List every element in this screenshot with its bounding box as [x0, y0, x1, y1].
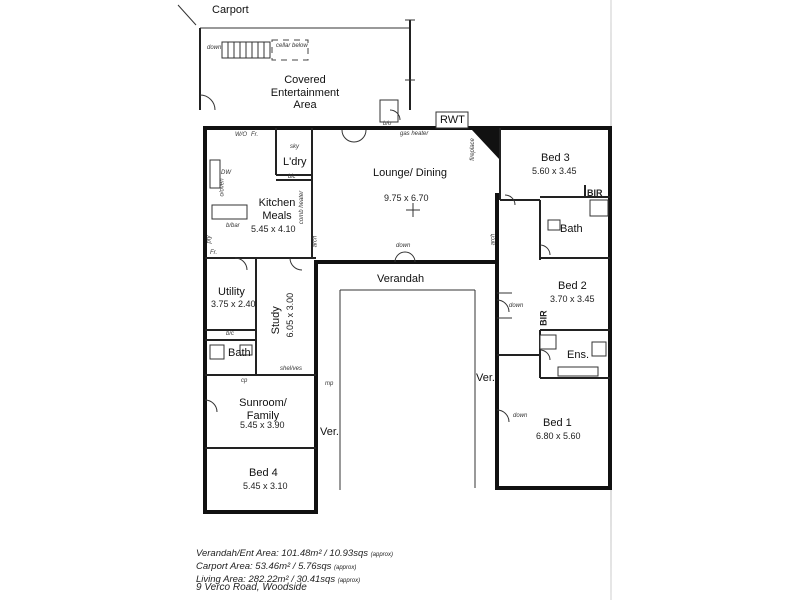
room-study-dims: 6.05 x 3.00 — [285, 292, 296, 338]
room-sunroom-dims: 5.45 x 3.90 — [240, 420, 285, 430]
note-cellar-below: cellar below — [276, 43, 308, 49]
room-lounge-dining: Lounge/ Dining — [372, 167, 447, 179]
marker-bir-bed3: BIR — [587, 188, 603, 198]
room-lounge-dims: 9.75 x 6.70 — [384, 193, 429, 203]
note-down-verandah: down — [396, 243, 411, 249]
note-fr-bottom: Fr. — [210, 250, 218, 256]
note-arch-lounge: arch — [490, 233, 497, 246]
area-carport-approx: (approx) — [334, 564, 357, 571]
room-ensuite: Ens. — [567, 349, 590, 361]
area-verandah-approx: (approx) — [370, 552, 393, 558]
house-interior-walls — [205, 128, 610, 449]
room-verandah: Verandah — [377, 273, 425, 285]
note-arch-kitchen: arch — [312, 235, 319, 248]
cellar-stairs — [221, 39, 309, 61]
area-carport-text: Carport Area: 53.46m² / 5.76sqs — [196, 560, 332, 572]
area-line-carport: Carport Area: 53.46m² / 5.76sqs (approx) — [196, 561, 393, 574]
plumbing-fixtures — [209, 159, 609, 377]
property-address: 9 Verco Road, Woodside — [196, 582, 307, 593]
room-bed3: Bed 3 — [541, 152, 570, 164]
room-bath-east: Bath — [560, 223, 583, 235]
note-down-bed1: down — [513, 413, 528, 419]
verandah-lines — [339, 289, 512, 490]
note-fr-top: Fr. — [251, 132, 259, 138]
marker-bir-bed2: BIR — [538, 310, 549, 326]
note-bic-ldry: bic — [288, 174, 296, 180]
room-kitchen-meals: Kitchen Meals — [258, 197, 296, 222]
room-bed1: Bed 1 — [543, 417, 572, 429]
door-swings — [204, 109, 551, 423]
room-bed4-dims: 5.45 x 3.10 — [243, 481, 288, 491]
note-fireplace: fireplace — [469, 138, 476, 161]
note-wo: W/O — [235, 132, 247, 138]
area-line-living: Living Area: 282.22m² / 30.41sqs (approx… — [196, 574, 393, 587]
area-living-approx: (approx) — [337, 577, 361, 584]
area-summary: Verandah/Ent Area: 101.48m² / 10.93sqs (… — [196, 548, 393, 586]
note-cp: cp — [241, 378, 248, 384]
room-covered-entertainment: Covered Entertainment Area — [270, 74, 340, 112]
area-verandah-text: Verandah/Ent Area: 101.48m² / 10.93sqs — [196, 548, 368, 559]
house-outer-walls — [203, 126, 612, 514]
room-bed1-dims: 6.80 x 5.60 — [536, 431, 581, 441]
room-sunroom-family: Sunroom/ Family — [239, 397, 287, 422]
room-utility: Utility — [218, 286, 245, 298]
note-mp: mp — [325, 381, 334, 387]
note-dw: DW — [221, 170, 231, 176]
room-utility-dims: 3.75 x 2.40 — [211, 299, 256, 309]
room-kitchen-dims: 5.45 x 4.10 — [251, 224, 296, 234]
carport-outline — [177, 4, 415, 110]
note-bibar: b/bar — [226, 223, 240, 229]
note-sky: sky — [290, 144, 299, 150]
area-living-text: Living Area: 282.22m² / 30.41sqs — [196, 573, 336, 585]
room-bed2-dims: 3.70 x 3.45 — [550, 294, 595, 304]
room-laundry: L'dry — [283, 156, 307, 168]
entertainment-fixtures — [199, 94, 399, 123]
area-line-verandah: Verandah/Ent Area: 101.48m² / 10.93sqs (… — [196, 548, 393, 561]
room-bed3-dims: 5.60 x 3.45 — [532, 166, 577, 176]
note-shelves: shel/ves — [280, 366, 303, 372]
room-ver-west: Ver. — [320, 426, 339, 438]
room-bed2: Bed 2 — [558, 280, 587, 292]
note-comb-heater: comb heater — [299, 190, 306, 225]
room-ver-east: Ver. — [476, 372, 495, 384]
room-study: Study — [269, 306, 282, 335]
note-pantry: pty — [206, 235, 213, 244]
room-bath-west: Bath — [228, 347, 251, 359]
note-oven: o/oven — [219, 178, 226, 197]
note-bbq: b/o — [383, 121, 392, 127]
note-down-carport: down — [207, 45, 222, 51]
marker-rwt: RWT — [440, 114, 465, 126]
note-down-bed2: down — [509, 303, 524, 309]
rwt-fireplace — [435, 111, 500, 160]
room-carport: Carport — [212, 4, 249, 16]
room-bed4: Bed 4 — [249, 467, 278, 479]
note-bic-utility: b/c — [226, 331, 235, 337]
note-gas-heater: gas heater — [400, 131, 429, 137]
